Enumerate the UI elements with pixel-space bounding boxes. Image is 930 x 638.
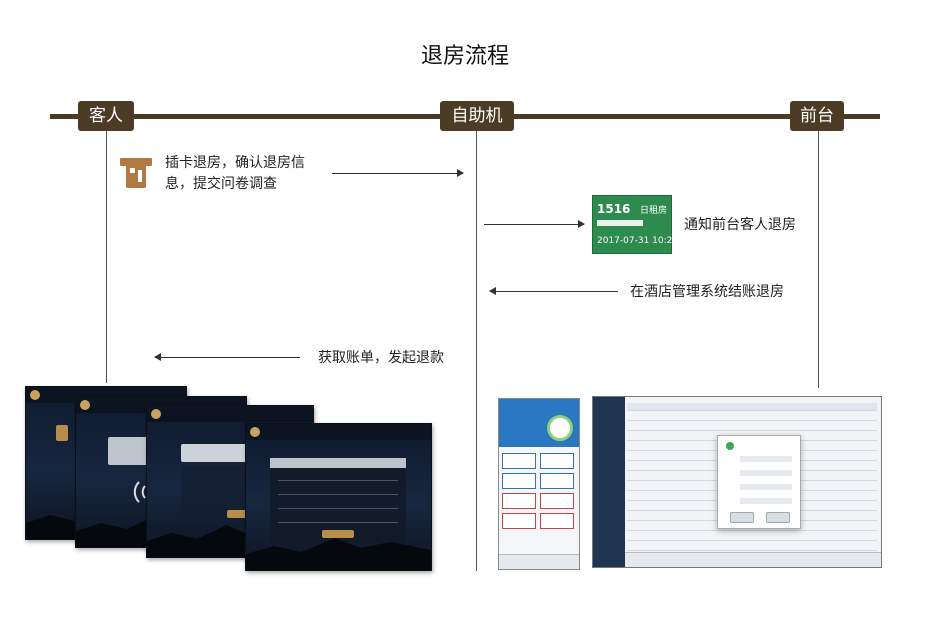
lane-line-front-desk	[818, 131, 819, 388]
lane-kiosk: 自助机	[440, 101, 514, 131]
room-status-card: 1516 日租房 2017-07-31 10:27	[592, 195, 678, 254]
arrow-right	[484, 220, 585, 228]
arrow-left	[489, 287, 618, 295]
nfc-wave-icon	[133, 481, 146, 503]
lane-front-desk: 前台	[790, 101, 844, 131]
card-slot-icon	[120, 158, 152, 188]
pms-dialog	[717, 435, 801, 529]
step-guest-checkout: 插卡退房，确认退房信息，提交问卷调查	[165, 155, 305, 192]
redacted-bar	[597, 220, 643, 226]
lane-line-guest	[106, 131, 107, 383]
diagram-title: 退房流程	[420, 44, 509, 69]
step-get-bill-refund: 获取账单，发起退款	[318, 350, 444, 366]
room-type: 日租房	[639, 206, 667, 216]
room-number: 1516	[597, 202, 631, 216]
step-pms-settle: 在酒店管理系统结账退房	[630, 284, 784, 300]
step-notify-desk: 通知前台客人退房	[684, 217, 796, 233]
lane-line-kiosk	[476, 131, 477, 571]
arrow-left	[154, 353, 300, 361]
pms-system-screen	[592, 396, 882, 568]
lane-guest: 客人	[78, 101, 134, 131]
mobile-app-screen	[498, 398, 580, 570]
kiosk-screen-survey	[245, 423, 432, 571]
arrow-right	[332, 169, 464, 177]
room-datetime: 2017-07-31 10:27	[597, 236, 679, 246]
